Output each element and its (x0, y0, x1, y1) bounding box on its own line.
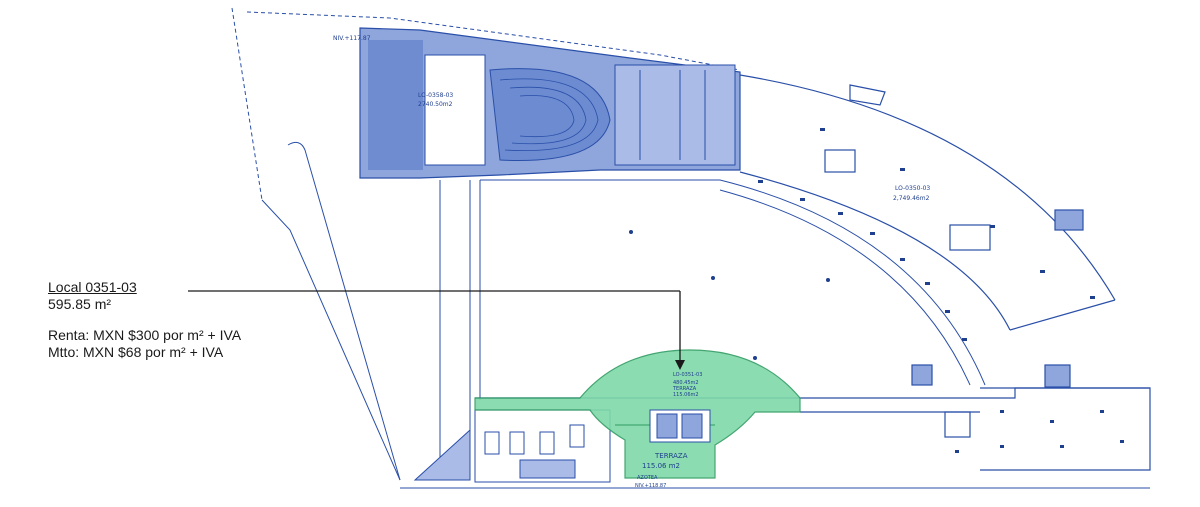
rent-price: Renta: MXN $300 por m² + IVA (48, 327, 242, 343)
building-0358 (359, 27, 741, 179)
unit-name: Local 0351-03 (48, 279, 137, 295)
label-unit-0350-area: 2,749.46m2 (893, 195, 930, 202)
label-unit-0358-area: 2740.50m2 (418, 101, 453, 108)
unit-0351-highlight (474, 349, 801, 479)
label-unit-0351-id: LO-0351-03 (673, 372, 702, 378)
columns (629, 128, 1095, 360)
unit-area: 595.85 m² (48, 296, 112, 312)
label-level-top: NIV.+117.87 (333, 35, 371, 42)
site-outline (231, 7, 1150, 489)
label-unit-0358-id: LO-0358-03 (418, 92, 453, 99)
label-terraza-small-area: 115.06m2 (673, 392, 699, 398)
service-block (413, 409, 611, 483)
label-unit-0351-area: 480.45m2 (673, 380, 699, 386)
bottom-wing (475, 364, 1151, 471)
label-terraza-area: 115.06 m2 (642, 462, 680, 470)
courtyard-arc (439, 179, 986, 480)
maintenance-price: Mtto: MXN $68 por m² + IVA (48, 344, 224, 360)
label-terraza: TERRAZA (654, 452, 688, 460)
bottom-wing-columns (955, 410, 1124, 453)
unit-callout: Local 0351-03 595.85 m² Renta: MXN $300 … (48, 279, 241, 361)
label-unit-0350-id: LO-0350-03 (895, 185, 930, 192)
building-0350 (739, 74, 1116, 331)
label-terraza-small: TERRAZA (672, 386, 697, 392)
label-level-bottom: NIV.+118.87 (635, 483, 666, 489)
label-azotea: AZOTEA (637, 475, 658, 481)
callout-leader (188, 290, 685, 370)
arrowhead-icon (675, 360, 685, 370)
